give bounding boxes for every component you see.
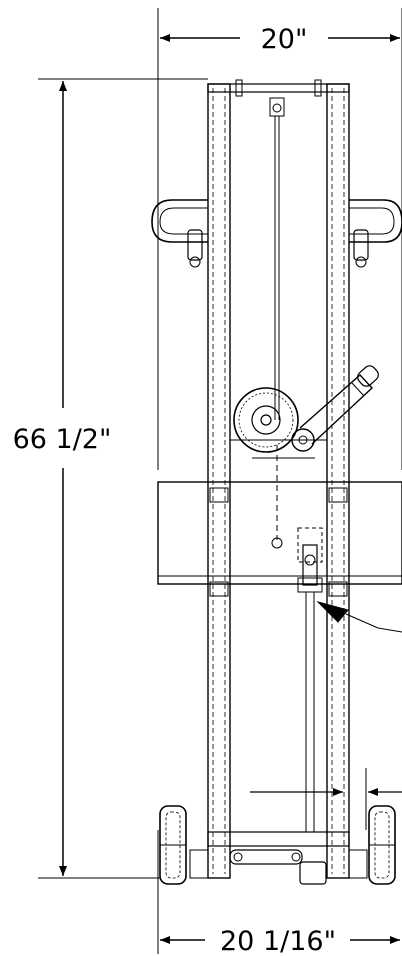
winch (233, 365, 379, 459)
mast (207, 79, 350, 879)
carriage-platform (157, 481, 402, 597)
top-width-dimension: 20" (157, 8, 402, 470)
bottom-width-dimension: 20 1/16" (157, 830, 400, 956)
top-width-label: 20" (261, 24, 308, 55)
push-handle (151, 199, 402, 268)
bottom-width-label: 20 1/16" (220, 926, 336, 956)
cable-pulley (269, 97, 285, 549)
height-label: 66 1/2" (13, 424, 112, 455)
brake-mechanism (297, 544, 402, 832)
height-dimension: 66 1/2" (13, 78, 208, 879)
inner-width-dimension (250, 768, 402, 830)
base-wheels (159, 805, 396, 885)
